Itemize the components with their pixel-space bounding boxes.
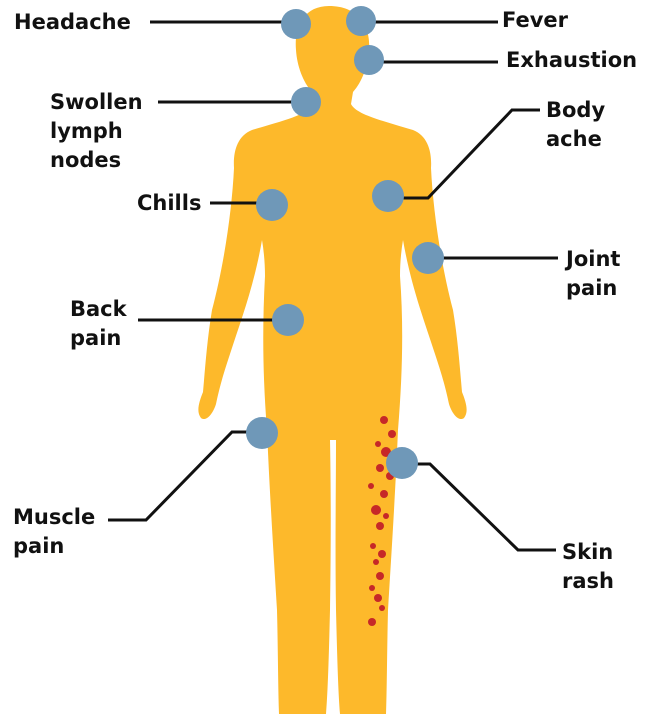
label-joint-pain-line1: Joint: [566, 245, 620, 274]
label-body-ache: Body ache: [546, 96, 605, 154]
label-skin-rash-line1: Skin: [562, 538, 614, 567]
marker-fever: [346, 6, 376, 36]
label-muscle-pain-line1: Muscle: [13, 503, 95, 532]
marker-muscle-pain: [246, 417, 278, 449]
marker-swollen-lymph-nodes: [291, 87, 321, 117]
label-swollen-line1: Swollen: [50, 88, 143, 117]
marker-exhaustion: [354, 45, 384, 75]
label-fever: Fever: [502, 6, 568, 35]
marker-chills: [256, 189, 288, 221]
marker-skin-rash: [386, 447, 418, 479]
label-swollen-line2: lymph: [50, 117, 143, 146]
label-body-ache-line1: Body: [546, 96, 605, 125]
marker-headache: [281, 9, 311, 39]
label-back-pain-line2: pain: [70, 324, 127, 353]
label-muscle-pain: Muscle pain: [13, 503, 95, 561]
label-exhaustion-text: Exhaustion: [506, 46, 637, 75]
marker-joint-pain: [412, 242, 444, 274]
leader-skin-rash: [402, 464, 556, 550]
label-body-ache-line2: ache: [546, 125, 605, 154]
marker-body-ache: [372, 180, 404, 212]
label-swollen-line3: nodes: [50, 146, 143, 175]
label-chills-text: Chills: [137, 189, 201, 218]
label-back-pain-line1: Back: [70, 295, 127, 324]
label-skin-rash: Skin rash: [562, 538, 614, 596]
label-skin-rash-line2: rash: [562, 567, 614, 596]
label-swollen-lymph-nodes: Swollen lymph nodes: [50, 88, 143, 175]
label-back-pain: Back pain: [70, 295, 127, 353]
label-joint-pain: Joint pain: [566, 245, 620, 303]
label-joint-pain-line2: pain: [566, 274, 620, 303]
human-silhouette: [198, 6, 466, 714]
label-exhaustion: Exhaustion: [506, 46, 637, 75]
label-headache-text: Headache: [14, 8, 131, 37]
label-chills: Chills: [137, 189, 201, 218]
leader-muscle-pain: [108, 432, 262, 520]
label-fever-text: Fever: [502, 6, 568, 35]
label-muscle-pain-line2: pain: [13, 532, 95, 561]
label-headache: Headache: [14, 8, 131, 37]
marker-back-pain: [272, 304, 304, 336]
